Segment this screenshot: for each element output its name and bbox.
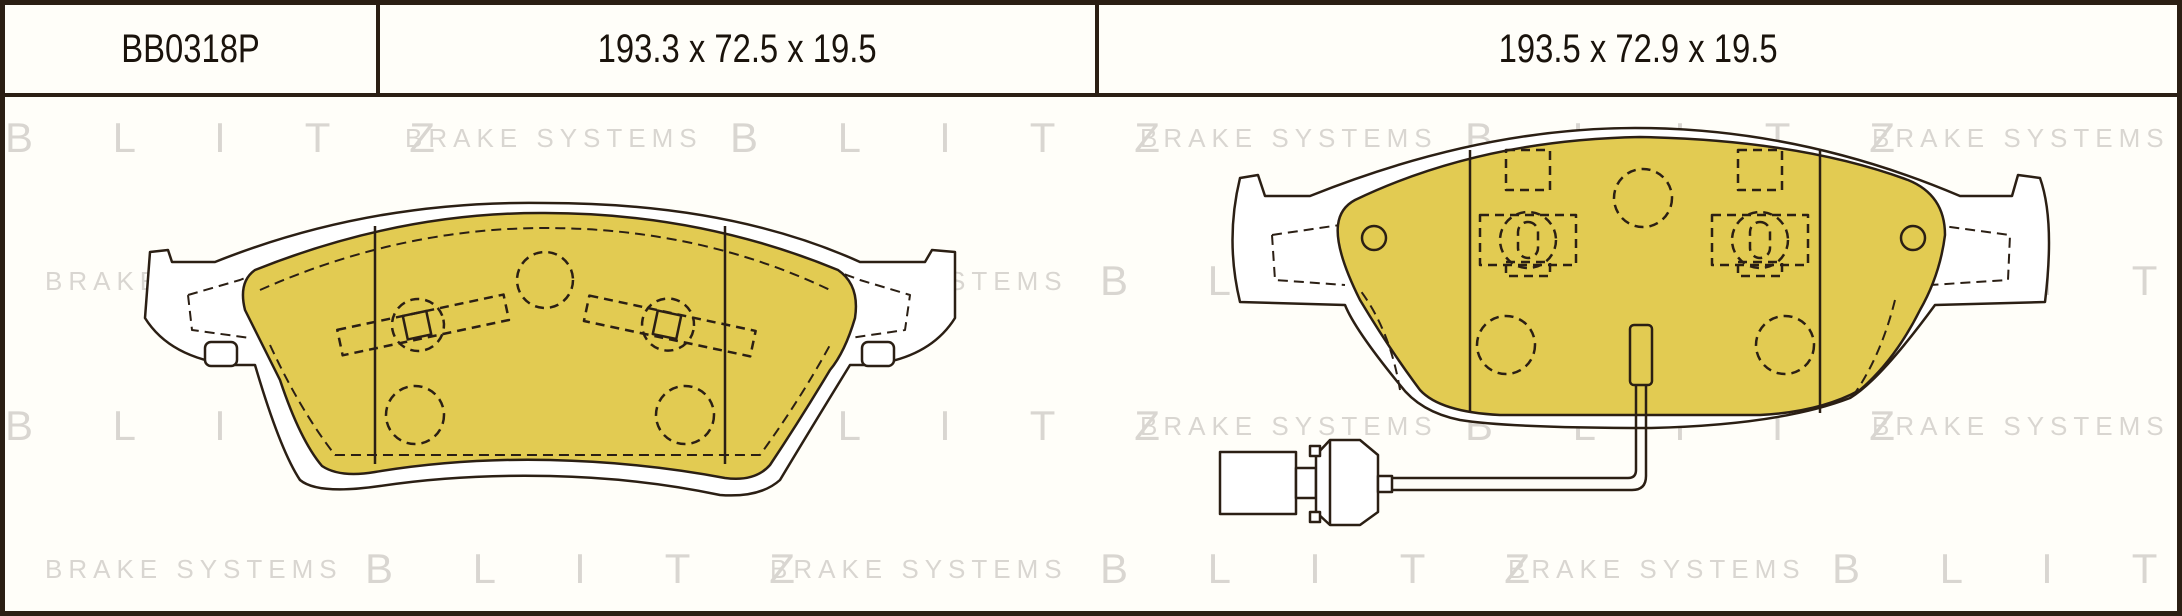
rivet-hole [1612, 167, 1674, 229]
sensor-connector-head [1314, 438, 1380, 527]
watermark-brand: B L I T Z [730, 114, 1194, 161]
rivet-hole [1360, 224, 1388, 252]
watermark-tagline: BRAKE SYSTEMS [1872, 123, 2170, 153]
watermark-tagline: BRAKE SYSTEMS [1140, 123, 1438, 153]
watermark-tagline: BRAKE SYSTEMS [1508, 554, 1806, 584]
friction-dashed-outline [1359, 289, 1896, 401]
sensor-connector-clip [1294, 466, 1318, 500]
spring-cross-right [1710, 148, 1810, 278]
watermark-brand: B L I T Z [5, 114, 469, 161]
rivet-hole [1475, 314, 1537, 376]
wear-sensor-wire [1378, 385, 1648, 492]
part-number: BB0318P [121, 26, 260, 71]
spring-cross-left [1478, 148, 1578, 278]
clip-ear-right [860, 340, 896, 368]
watermark-tagline: BRAKE SYSTEMS [405, 123, 703, 153]
connector-tab [1376, 474, 1394, 494]
brake-pad-right [1218, 126, 2051, 527]
watermark-tagline: BRAKE SYSTEMS [770, 554, 1068, 584]
friction-material-right [1336, 135, 1947, 417]
connector-tab [1308, 444, 1322, 458]
dims-left: 193.3 x 72.5 x 19.5 [597, 26, 878, 71]
watermark-tagline: BRAKE SYSTEMS [1140, 411, 1438, 441]
sensor-connector-body [1218, 450, 1298, 516]
rivet-hole [384, 384, 446, 446]
rivet-hole [515, 250, 575, 310]
watermark-brand: B L I T Z [365, 545, 829, 592]
friction-dashed-outline [259, 227, 831, 456]
sensor-slot [1628, 323, 1654, 387]
rivet-hole [1899, 224, 1927, 252]
dims-left-cell: 193.3 x 72.5 x 19.5 [380, 5, 1099, 93]
rivet-hole [1754, 314, 1816, 376]
header-row: BB0318P 193.3 x 72.5 x 19.5 193.5 x 72.9… [5, 5, 2177, 97]
dims-right-cell: 193.5 x 72.9 x 19.5 [1099, 5, 2177, 93]
brake-pad-left [143, 201, 957, 497]
part-number-cell: BB0318P [5, 5, 380, 93]
spring-left [336, 293, 511, 357]
watermark-tagline: BRAKE SYSTEMS [1872, 411, 2170, 441]
connector-tab [1308, 510, 1322, 524]
friction-material-left [241, 211, 858, 480]
dims-right: 193.5 x 72.9 x 19.5 [1498, 26, 1778, 71]
spring-right [582, 294, 757, 358]
watermark-brand: B L I T Z [1100, 545, 1564, 592]
clip-ear-left [203, 340, 239, 368]
spring-center [651, 309, 683, 341]
watermark-tagline: BRAKE SYSTEMS [45, 554, 343, 584]
rivet-hole [654, 384, 716, 446]
watermark-brand: B L I T Z [1832, 545, 2182, 592]
spring-center [401, 309, 433, 341]
